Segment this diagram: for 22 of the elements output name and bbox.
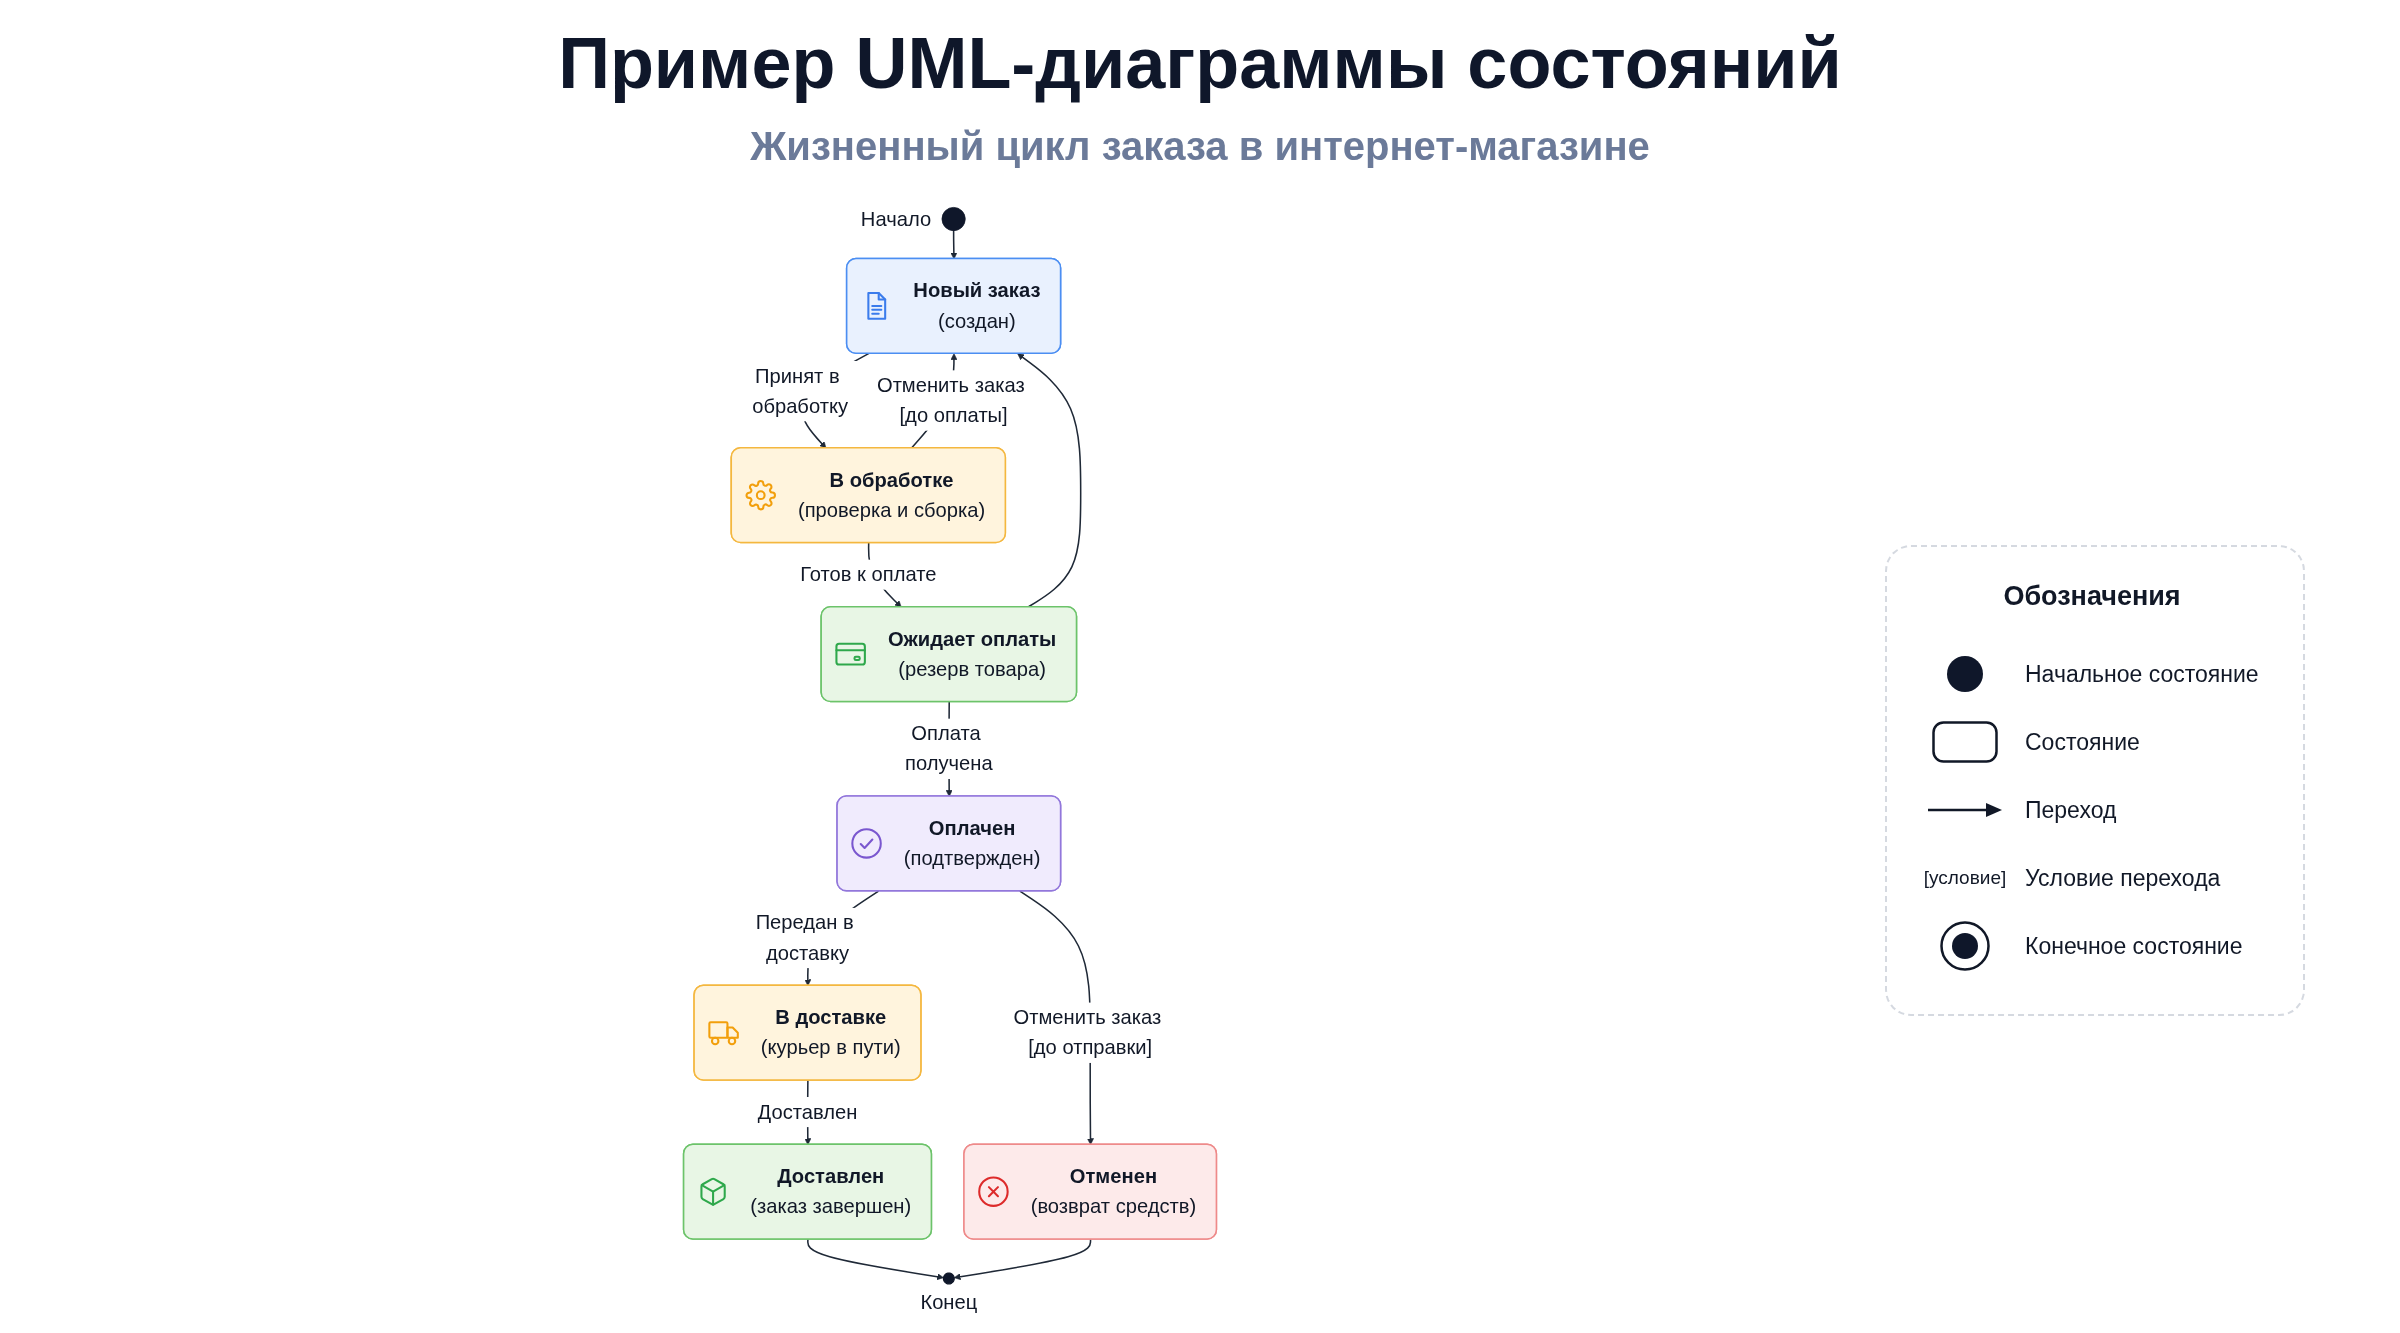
arrow bbox=[1017, 353, 1082, 608]
edge-label: Отменить заказ [до оплаты] bbox=[876, 373, 1025, 427]
legend-label: Конечное состояние bbox=[2025, 932, 2243, 960]
edge-label: Доставлен bbox=[757, 1100, 858, 1124]
edge-label: Отменить заказ [до отправки] bbox=[1013, 1005, 1162, 1060]
node-circle bbox=[941, 207, 966, 232]
legend-title: Обозначения bbox=[2003, 581, 2181, 612]
edge-label: Принят в обработку bbox=[752, 364, 849, 418]
edge-label: Передан в доставку bbox=[755, 910, 854, 965]
arrow bbox=[807, 1238, 944, 1281]
diagram-subtitle: Жизненный цикл заказа в интернет-магазине bbox=[750, 123, 1650, 170]
diagram-title: Пример UML-диаграммы состояний bbox=[558, 22, 1842, 105]
state-caption: Начало bbox=[860, 208, 932, 230]
legend-label: Состояние bbox=[2025, 728, 2140, 756]
edge-label: Готов к оплате bbox=[800, 562, 937, 586]
legend-sample-text: [условие] bbox=[1923, 867, 2007, 889]
state-caption: Конец bbox=[920, 1290, 978, 1313]
legend-label: Условие перехода bbox=[2025, 864, 2221, 892]
legend-label: Начальное состояние bbox=[2025, 660, 2259, 688]
legend-label: Переход bbox=[2025, 796, 2117, 824]
edge-label: Оплата получена bbox=[905, 721, 993, 776]
arrow bbox=[953, 1238, 1092, 1281]
